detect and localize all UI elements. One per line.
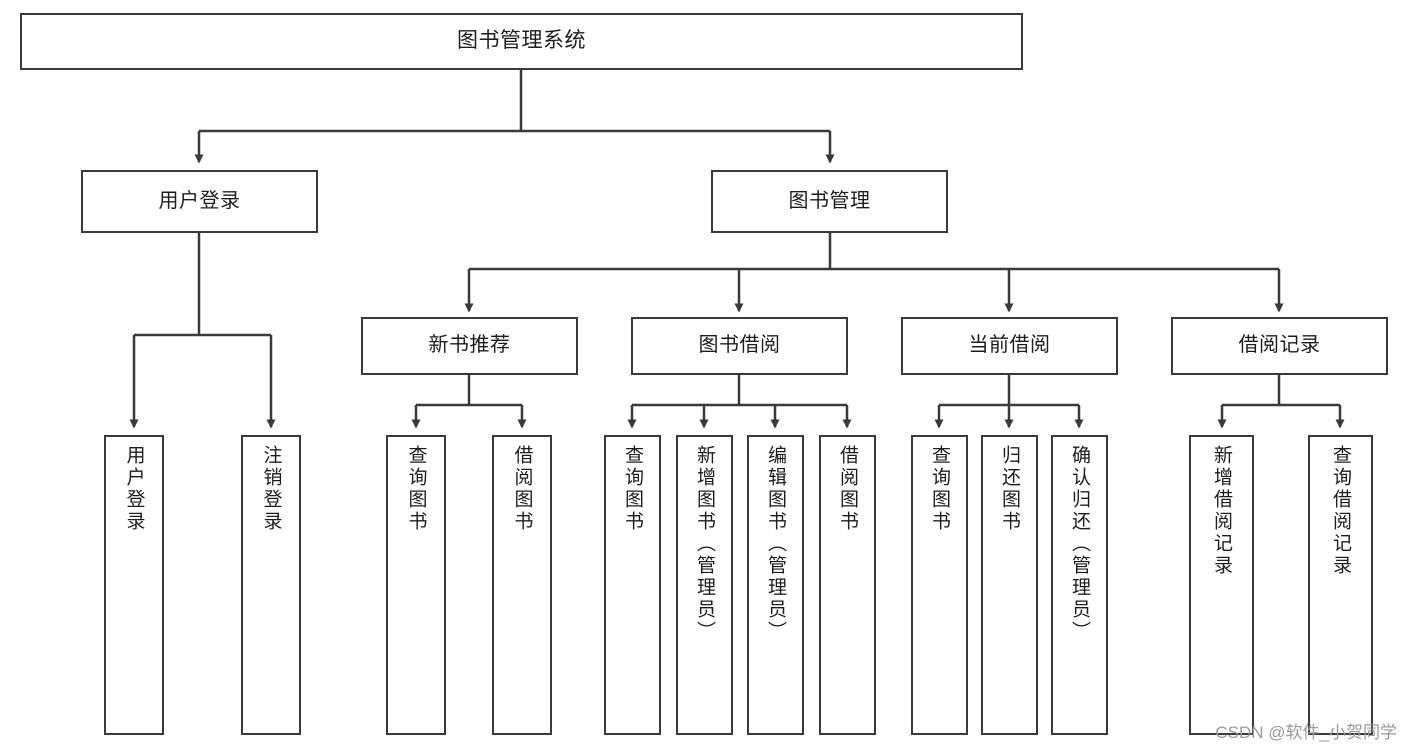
leaf-user-login-login[interactable]: 用户登录 bbox=[104, 435, 164, 735]
leaf-current-borrow-query-label: 查询图书 bbox=[929, 445, 950, 533]
leaf-current-borrow-confirm-label: 确认归还（管理员） bbox=[1069, 445, 1090, 643]
leaf-book-borrow-borrow[interactable]: 借阅图书 bbox=[819, 435, 876, 735]
node-root-label: 图书管理系统 bbox=[457, 29, 586, 53]
leaf-current-borrow-query[interactable]: 查询图书 bbox=[911, 435, 968, 735]
csdn-watermark: CSDN @软件_小贺同学 bbox=[1215, 723, 1397, 742]
node-user-login[interactable]: 用户登录 bbox=[81, 170, 318, 233]
leaf-user-login-logout[interactable]: 注销登录 bbox=[241, 435, 301, 735]
leaf-book-borrow-edit[interactable]: 编辑图书（管理员） bbox=[747, 435, 804, 735]
leaf-current-borrow-return-label: 归还图书 bbox=[999, 445, 1020, 533]
node-user-login-label: 用户登录 bbox=[158, 189, 241, 212]
node-book-manage[interactable]: 图书管理 bbox=[711, 170, 948, 233]
node-root[interactable]: 图书管理系统 bbox=[20, 13, 1023, 70]
leaf-borrow-record-query-label: 查询借阅记录 bbox=[1330, 445, 1351, 577]
leaf-current-borrow-confirm[interactable]: 确认归还（管理员） bbox=[1051, 435, 1108, 735]
node-current-borrow[interactable]: 当前借阅 bbox=[901, 317, 1118, 375]
leaf-new-book-borrow[interactable]: 借阅图书 bbox=[492, 435, 552, 735]
node-book-borrow-label: 图书借阅 bbox=[698, 334, 781, 357]
node-book-manage-label: 图书管理 bbox=[788, 189, 871, 212]
leaf-current-borrow-return[interactable]: 归还图书 bbox=[981, 435, 1038, 735]
leaf-book-borrow-query-label: 查询图书 bbox=[622, 445, 643, 533]
leaf-book-borrow-add-label: 新增图书（管理员） bbox=[694, 445, 715, 643]
leaf-book-borrow-add[interactable]: 新增图书（管理员） bbox=[676, 435, 733, 735]
node-new-book-recommend[interactable]: 新书推荐 bbox=[361, 317, 578, 375]
leaf-user-login-logout-label: 注销登录 bbox=[260, 445, 282, 533]
node-borrow-record[interactable]: 借阅记录 bbox=[1171, 317, 1388, 375]
node-borrow-record-label: 借阅记录 bbox=[1238, 334, 1321, 357]
leaf-borrow-record-add-label: 新增借阅记录 bbox=[1211, 445, 1232, 577]
leaf-new-book-borrow-label: 借阅图书 bbox=[511, 445, 533, 533]
leaf-borrow-record-add[interactable]: 新增借阅记录 bbox=[1189, 435, 1254, 735]
leaf-book-borrow-borrow-label: 借阅图书 bbox=[837, 445, 858, 533]
leaf-borrow-record-query[interactable]: 查询借阅记录 bbox=[1308, 435, 1373, 735]
leaf-new-book-query-label: 查询图书 bbox=[405, 445, 427, 533]
leaf-new-book-query[interactable]: 查询图书 bbox=[386, 435, 446, 735]
node-current-borrow-label: 当前借阅 bbox=[968, 334, 1051, 357]
node-new-book-recommend-label: 新书推荐 bbox=[428, 334, 511, 357]
leaf-user-login-login-label: 用户登录 bbox=[123, 445, 145, 533]
leaf-book-borrow-query[interactable]: 查询图书 bbox=[604, 435, 661, 735]
node-book-borrow[interactable]: 图书借阅 bbox=[631, 317, 848, 375]
leaf-book-borrow-edit-label: 编辑图书（管理员） bbox=[765, 445, 786, 643]
